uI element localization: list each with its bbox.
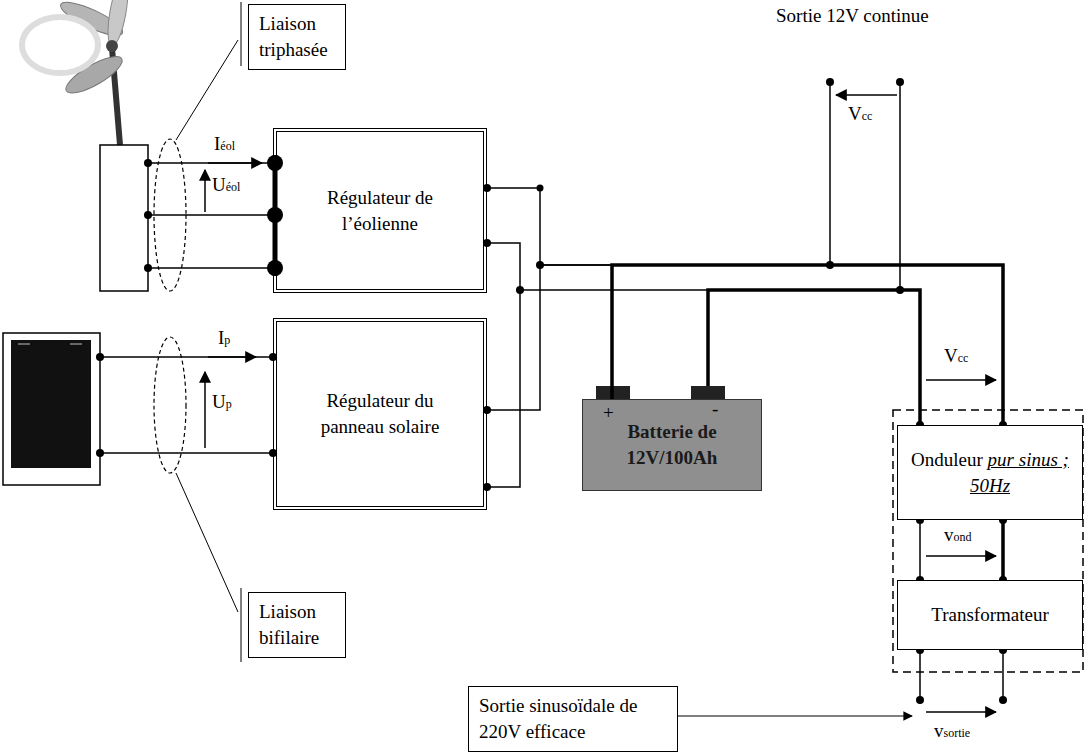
- signal-text: Vcc: [944, 346, 968, 367]
- signal-text: vsortie: [934, 721, 970, 742]
- regulator-box: Régulateur du panneau solaire: [273, 318, 487, 510]
- box-text: Liaison triphasée: [259, 11, 335, 62]
- box-label: Régulateur de l’éolienne: [327, 187, 433, 234]
- box-text: Liaison bifilaire: [259, 599, 335, 650]
- box-text: Onduleur pur sinus ; 50Hz: [908, 447, 1072, 498]
- box-text: Régulateur du panneau solaire: [307, 388, 453, 439]
- box-label: Liaison triphasée: [259, 13, 328, 60]
- caption-box: Sortie sinusoïdale de 220V efficace: [468, 686, 678, 752]
- callout-box: Liaison triphasée: [248, 4, 346, 70]
- signal-text: Iéol: [214, 134, 235, 155]
- wire-connector: [487, 188, 612, 399]
- callout-box: Liaison bifilaire: [248, 592, 346, 658]
- signal-name: Vcc: [848, 104, 872, 125]
- box-label: Batterie de 12V/100Ah: [627, 421, 718, 468]
- box-text: Transformateur: [931, 602, 1049, 628]
- regulator-box: Régulateur de l’éolienne: [273, 128, 487, 293]
- wind-turbine: [22, 0, 148, 291]
- box-label: Liaison bifilaire: [259, 601, 319, 648]
- box-text: Batterie de 12V/100Ah: [611, 419, 733, 470]
- signal-text: Up: [212, 392, 232, 413]
- terminal-sign: +: [603, 403, 614, 424]
- signal-name: vond: [944, 525, 972, 546]
- box-label: Onduleur: [911, 449, 983, 470]
- signal-name: Vcc: [944, 346, 968, 367]
- signal-text: Uéol: [212, 175, 240, 196]
- signal-text: vond: [944, 525, 972, 546]
- box-text: Régulateur de l’éolienne: [307, 185, 453, 236]
- signal-name: Uéol: [212, 175, 240, 196]
- transformer-box: Transformateur: [897, 580, 1083, 650]
- signal-name: vsortie: [934, 721, 970, 742]
- box-text: Sortie sinusoïdale de 220V efficace: [479, 693, 667, 744]
- wire-connector: [1003, 520, 1004, 580]
- box-label: Sortie sinusoïdale de 220V efficace: [479, 695, 637, 742]
- solar-panel: [3, 333, 100, 485]
- output-label: Sortie 12V continue: [776, 6, 929, 27]
- box-label: Régulateur du panneau solaire: [321, 390, 440, 437]
- signal-name: Up: [212, 392, 232, 413]
- signal-text: Vcc: [848, 104, 872, 125]
- signal-name: Ip: [218, 328, 230, 349]
- terminal-sign: -: [712, 399, 718, 420]
- box-label: Transformateur: [931, 604, 1049, 625]
- signal-text: Ip: [218, 328, 230, 349]
- inverter-box: Onduleur pur sinus ; 50Hz: [897, 425, 1083, 520]
- signal-name: Iéol: [214, 134, 235, 155]
- wire-connector: [487, 265, 612, 410]
- box-subtitle: pur sinus ; 50Hz: [970, 449, 1069, 496]
